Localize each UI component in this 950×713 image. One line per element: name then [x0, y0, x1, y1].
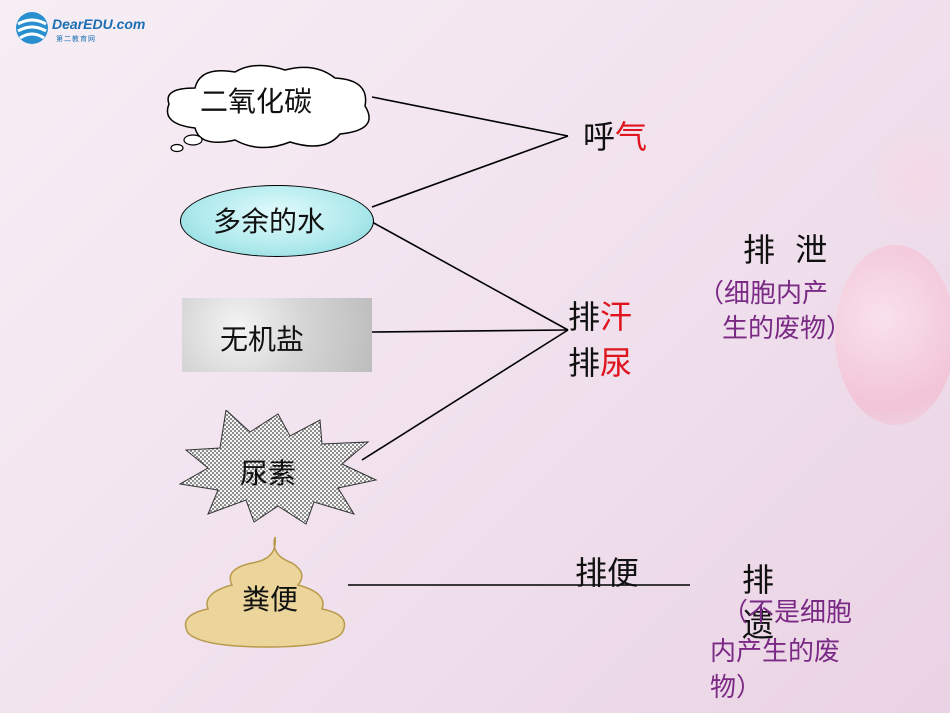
background-heart-decoration: [835, 245, 950, 425]
egestion-note-line2: 内产生的废: [710, 637, 841, 667]
route-urine-suffix: 尿: [600, 344, 633, 382]
route-sweat-prefix: 排: [568, 298, 601, 336]
line-water-to-breath: [371, 135, 569, 208]
excretion-title: 排 泄: [743, 231, 828, 269]
logo: DearEDU.com 第二教育网: [12, 10, 152, 50]
urea-burst-shape: [178, 410, 378, 525]
line-co2-to-breath: [371, 96, 569, 137]
egestion-note-line3: 物）: [710, 673, 763, 703]
excretion-note-line2: 生的废物）: [722, 314, 853, 344]
urea-label: 尿素: [240, 457, 297, 490]
egestion-title-line1: 排: [742, 561, 775, 599]
co2-cloud-shape: [166, 64, 370, 153]
logo-wave-icon: [16, 12, 48, 44]
excretion-note-line1: （细胞内产: [698, 279, 829, 309]
logo-subtitle: 第二教育网: [56, 35, 96, 43]
feces-label: 粪便: [242, 583, 299, 616]
feces-shape: [184, 536, 346, 648]
line-water-to-sweat: [371, 221, 569, 331]
water-label: 多余的水: [213, 205, 326, 238]
background-heart-decoration-2: [875, 110, 950, 250]
route-breath-prefix: 呼: [583, 118, 616, 156]
route-defecation: 排便: [575, 554, 640, 592]
co2-label: 二氧化碳: [200, 85, 313, 118]
logo-text: DearEDU.com: [52, 16, 146, 32]
route-sweat-suffix: 汗: [600, 298, 633, 336]
route-breath: 呼气: [583, 112, 647, 158]
salt-box: [182, 298, 372, 372]
route-breath-suffix: 气: [615, 118, 648, 156]
route-sweat: 排汗: [568, 292, 632, 338]
route-urine: 排尿: [568, 338, 632, 384]
egestion-title-line2: 遗: [742, 606, 775, 644]
line-salt-to-sweat: [371, 329, 569, 333]
egestion-note-line1: （不是细胞: [722, 598, 853, 628]
salt-label: 无机盐: [220, 323, 305, 356]
line-urea-to-urine: [361, 329, 569, 461]
water-oval: [180, 185, 374, 257]
route-urine-prefix: 排: [568, 344, 601, 382]
